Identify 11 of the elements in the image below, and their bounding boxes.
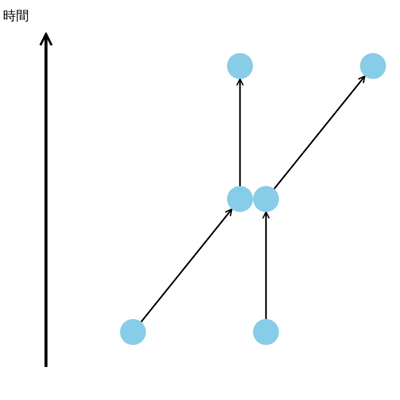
circle-node bbox=[360, 53, 386, 79]
arrow bbox=[140, 208, 232, 322]
arrow bbox=[274, 76, 366, 190]
arrow bbox=[262, 211, 270, 319]
circle-node bbox=[253, 319, 279, 345]
circle-node bbox=[227, 53, 253, 79]
circle-node bbox=[227, 186, 253, 212]
circle-node bbox=[253, 186, 279, 212]
circle-node bbox=[120, 319, 146, 345]
axis-label: 時間 bbox=[3, 9, 29, 25]
arrow bbox=[236, 78, 244, 186]
